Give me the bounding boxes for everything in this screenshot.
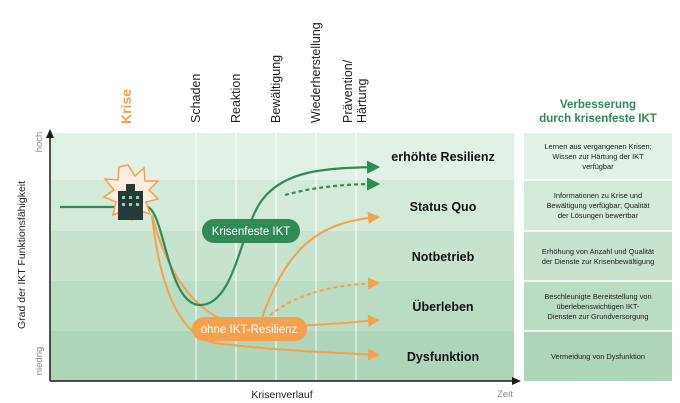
panel-box-1-line1: Lernen aus vergangenen Krisen; — [544, 142, 651, 151]
panel-box-1 — [524, 133, 672, 180]
green-curves — [60, 160, 381, 307]
panel-box-1-line3: verfügbar — [582, 162, 614, 171]
panel-box-1-line2: Wissen zur Härtung der IKT — [552, 152, 644, 161]
level-label-erhoehte-resilienz: erhöhte Resilienz — [391, 150, 495, 164]
pill-krisenfeste-ikt: Krisenfeste IKT — [202, 219, 300, 243]
level-label-dysfunktion: Dysfunktion — [407, 350, 479, 364]
pill-krisenfeste-ikt-label: Krisenfeste IKT — [212, 226, 291, 238]
phase-label-reaktion: Reaktion — [229, 74, 243, 123]
panel-box-2 — [524, 180, 672, 231]
orange-curve-dysfunktion — [151, 214, 380, 361]
phase-label-schaden: Schaden — [189, 74, 203, 123]
orange-curve-to-status-quo — [257, 211, 380, 331]
level-bands — [50, 133, 514, 381]
panel-title-line2: durch krisenfeste IKT — [539, 113, 657, 125]
panel-box-5-line1: Vermeidung von Dysfunktion — [551, 352, 645, 361]
improvement-panel: Verbesserung durch krisenfeste IKT Lerne… — [524, 99, 672, 381]
level-label-ueberleben: Überleben — [412, 299, 473, 314]
panel-box-3 — [524, 231, 672, 281]
y-axis-low-label: niedrig — [34, 347, 45, 376]
pill-ohne-ikt-resilienz: ohne IKT-Resilienz — [192, 317, 307, 341]
green-curve-dashed — [284, 177, 381, 197]
phase-label-wiederherstellung: Wiederherstellung — [309, 22, 323, 123]
phase-label-praevention: Prävention/ — [341, 59, 355, 123]
panel-box-2-line2: Bewältigung verfügbar; Qualität — [546, 201, 649, 210]
phase-label-haertung: Härtung — [355, 78, 369, 123]
panel-box-3-line1: Erhöhung von Anzahl und Qualität — [542, 247, 654, 256]
green-curve-main — [147, 160, 381, 307]
pill-ohne-ikt-resilienz-label: ohne IKT-Resilienz — [201, 324, 298, 336]
panel-box-4-line1: Beschleunigte Bereitstellung von — [544, 292, 651, 301]
axes — [46, 129, 521, 385]
phase-label-bewaeltigung: Bewältigung — [269, 55, 283, 123]
krise-label: Krise — [118, 89, 134, 124]
panel-title-line1: Verbesserung — [560, 99, 636, 111]
panel-box-2-line1: Informationen zu Krise und — [554, 191, 642, 200]
panel-box-2-line3: der Lösungen bewertbar — [558, 211, 639, 220]
panel-box-4-line2: überlebenswichtigen IKT- — [557, 302, 641, 311]
y-axis-title: Grad der IKT Funktionsfähigkeit — [16, 181, 28, 329]
building-icon — [118, 184, 143, 220]
panel-box-5 — [524, 331, 672, 381]
y-axis-high-label: hoch — [34, 132, 45, 153]
level-label-status-quo: Status Quo — [410, 200, 477, 214]
panel-box-4-line3: Diensten zur Grundversorgung — [547, 312, 648, 321]
x-axis-end-label: Zeit — [497, 389, 513, 400]
x-axis-title: Krisenverlauf — [251, 389, 312, 401]
panel-box-3-line2: der Dienste zur Krisenbewältigung — [542, 257, 655, 266]
panel-box-4 — [524, 281, 672, 331]
level-label-notbetrieb: Notbetrieb — [412, 250, 475, 264]
